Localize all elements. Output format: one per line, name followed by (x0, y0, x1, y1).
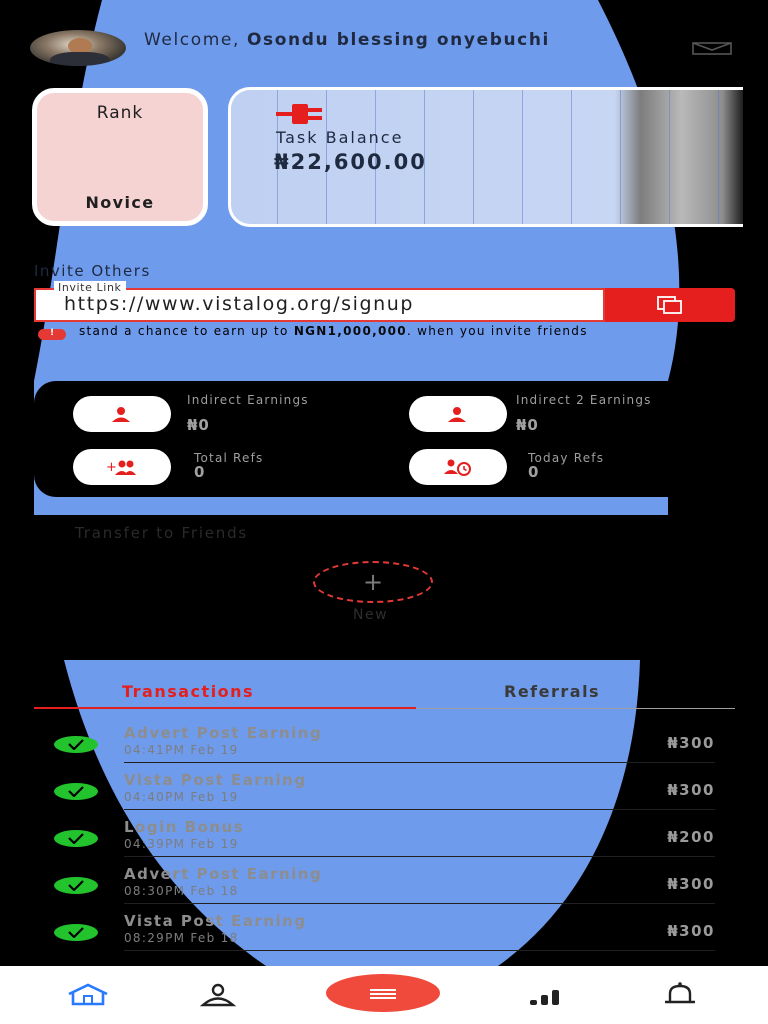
new-transfer-button[interactable] (313, 561, 433, 603)
check-icon (54, 736, 98, 753)
task-balance-label: Task Balance (276, 128, 404, 147)
indirect-2-earnings-icon-button[interactable] (409, 396, 507, 432)
row-divider (124, 809, 715, 810)
user-name: Osondu blessing onyebuchi (246, 30, 550, 50)
invite-link-input[interactable]: https://www.vistalog.org/signup (64, 293, 415, 315)
row-divider (124, 950, 715, 951)
task-balance-card (228, 87, 743, 227)
card-stripe (669, 90, 670, 224)
card-stripe (473, 90, 474, 224)
invite-info-text: stand a chance to earn up to NGN1,000,00… (79, 325, 719, 337)
card-stripe (718, 90, 719, 224)
card-stripe (375, 90, 376, 224)
copy-icon (657, 296, 682, 314)
transaction-row[interactable]: Login Bonus 04:39PM Feb 19 ₦200 (34, 810, 735, 857)
profile-icon[interactable] (193, 980, 243, 1010)
card-stripe (571, 90, 572, 224)
transaction-time: 04:39PM Feb 19 (124, 837, 239, 851)
transaction-amount: ₦300 (667, 734, 715, 752)
transaction-row[interactable]: Vista Post Earning 08:29PM Feb 18 ₦300 (34, 904, 735, 951)
welcome-text: Welcome, Osondu blessing onyebuchi (144, 32, 584, 49)
menu-button[interactable] (326, 974, 440, 1012)
referral-clock-icon (444, 459, 471, 476)
rank-card (32, 88, 208, 226)
tab-transactions[interactable]: Transactions (122, 682, 255, 701)
transaction-time: 08:30PM Feb 18 (124, 884, 239, 898)
tab-referrals[interactable]: Referrals (504, 682, 601, 701)
plug-icon (276, 104, 322, 124)
avatar-face (68, 38, 92, 54)
transaction-time: 04:40PM Feb 19 (124, 790, 239, 804)
total-refs-icon-button[interactable]: + (73, 449, 171, 485)
plus-icon: + (362, 568, 384, 596)
mail-icon[interactable] (692, 42, 732, 55)
avatar[interactable] (30, 30, 126, 66)
transaction-amount: ₦300 (667, 922, 715, 940)
card-stripe (424, 90, 425, 224)
tab-active-indicator (34, 707, 416, 709)
indirect-earnings-label: Indirect Earnings (187, 393, 309, 407)
task-balance-value: ₦22,600.00 (274, 150, 427, 174)
rank-value: Novice (85, 193, 155, 212)
user-icon (448, 407, 466, 422)
avatar-body (50, 52, 110, 66)
invite-title: Invite Others (34, 262, 151, 280)
invite-info-suffix: . when you invite friends (406, 324, 588, 338)
transaction-title: Advert Post Earning (124, 724, 323, 742)
stats-icon[interactable] (522, 980, 572, 1010)
transaction-row[interactable]: Advert Post Earning 08:30PM Feb 18 ₦300 (34, 857, 735, 904)
check-icon (54, 830, 98, 847)
transaction-time: 04:41PM Feb 19 (124, 743, 239, 757)
card-stripe (277, 90, 278, 224)
user-icon (112, 407, 130, 422)
invite-info-prefix: stand a chance to earn up to (79, 324, 294, 338)
today-refs-label: Today Refs (528, 451, 605, 465)
check-icon (54, 783, 98, 800)
indirect-2-earnings-label: Indirect 2 Earnings (516, 393, 652, 407)
check-icon (54, 877, 98, 894)
transaction-row[interactable]: Vista Post Earning 04:40PM Feb 19 ₦300 (34, 763, 735, 810)
total-refs-label: Total Refs (194, 451, 264, 465)
transaction-amount: ₦200 (667, 828, 715, 846)
rank-label: Rank (96, 103, 144, 123)
invite-link-field[interactable] (34, 288, 605, 322)
transaction-title: Vista Post Earning (124, 771, 307, 789)
transaction-amount: ₦300 (667, 781, 715, 799)
transaction-row[interactable]: Advert Post Earning 04:41PM Feb 19 ₦300 (34, 716, 735, 763)
menu-icon (370, 989, 396, 999)
card-stripe (326, 90, 327, 224)
info-icon: ! (38, 328, 66, 340)
transaction-title: Advert Post Earning (124, 865, 323, 883)
bell-icon[interactable] (655, 980, 705, 1010)
transaction-amount: ₦300 (667, 875, 715, 893)
transfer-title: Transfer to Friends (75, 524, 249, 542)
welcome-prefix: Welcome, (144, 30, 247, 50)
new-transfer-label: New (353, 607, 389, 623)
indirect-2-earnings-value: ₦0 (516, 416, 539, 434)
invite-link-label: Invite Link (54, 281, 126, 294)
indirect-earnings-icon-button[interactable] (73, 396, 171, 432)
svg-text:+: + (106, 460, 117, 475)
copy-link-button[interactable] (605, 288, 735, 322)
indirect-earnings-value: ₦0 (187, 416, 210, 434)
row-divider (124, 903, 715, 904)
card-stripe (620, 90, 621, 224)
invite-info-amount: NGN1,000,000 (293, 324, 407, 338)
transaction-title: Vista Post Earning (124, 912, 307, 930)
transaction-title: Login Bonus (124, 818, 245, 836)
row-divider (124, 856, 715, 857)
check-icon (54, 924, 98, 941)
card-stripe (522, 90, 523, 224)
row-divider (124, 762, 715, 763)
add-group-icon: + (106, 460, 136, 475)
transaction-time: 08:29PM Feb 18 (124, 931, 239, 945)
today-refs-icon-button[interactable] (409, 449, 507, 485)
today-refs-value: 0 (528, 463, 540, 481)
home-icon[interactable] (63, 980, 113, 1010)
total-refs-value: 0 (194, 463, 206, 481)
